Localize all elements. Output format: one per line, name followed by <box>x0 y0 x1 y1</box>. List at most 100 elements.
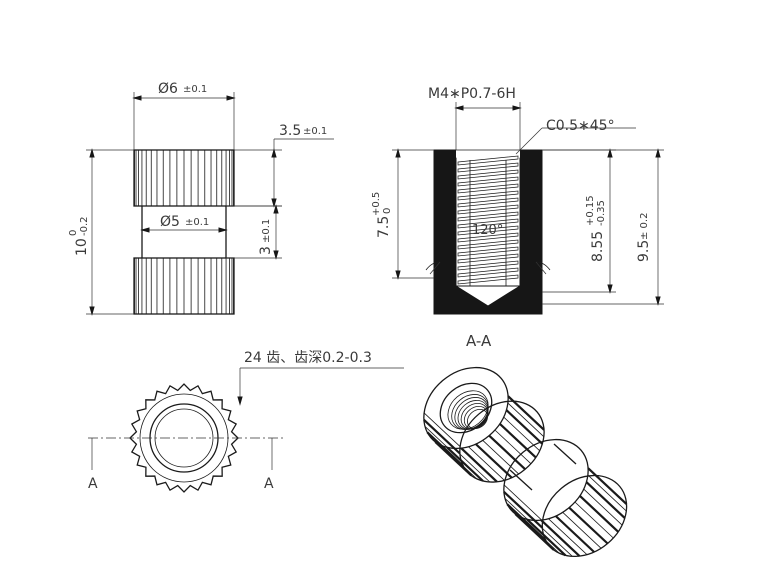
chamfer-leader <box>515 127 543 155</box>
iso-knurl-line <box>548 518 588 555</box>
iso-end-face <box>459 400 545 483</box>
thread-line <box>457 204 519 215</box>
overall-height-label: 9.5 <box>636 240 652 262</box>
dim-arrow <box>237 396 243 406</box>
iso-knurl-line <box>585 481 626 519</box>
dim-arrow <box>454 105 522 111</box>
iso-thread-ring <box>467 408 488 430</box>
groove-length-dim-group: 3 ±0.1 <box>258 219 274 255</box>
teeth-note: 24 齿、齿深0.2-0.3 <box>244 350 372 366</box>
iso-thread-ring <box>463 405 489 430</box>
thread-depth-tol-upper: +0.5 <box>371 192 382 216</box>
dim-arrow <box>607 148 613 294</box>
iso-knurl-line <box>583 488 623 526</box>
knurl-length-label: 3.5 <box>279 123 301 139</box>
iso-knurl-line <box>587 467 628 505</box>
hole-depth-tol-lower: -0.35 <box>596 200 607 226</box>
iso-knurl-line <box>574 501 614 539</box>
iso-knurl-line <box>474 443 513 479</box>
iso-neck-line <box>553 443 577 465</box>
hole-depth-label: 8.55 <box>590 231 606 262</box>
front-view: Ø6 ±0.1 Ø5 ±0.1 3.5 ±0.1 3 ±0.1 10 0 <box>68 81 334 316</box>
iso-knurl-line <box>504 498 544 535</box>
iso-thread-ring <box>451 394 489 430</box>
thread-line <box>457 239 519 250</box>
dim-arrow <box>89 148 95 316</box>
overall-height-dim-group: 9.5 ± 0.2 <box>636 213 652 262</box>
iso-knurl-line <box>482 440 519 475</box>
outer-diameter-label: Ø6 <box>158 81 178 97</box>
iso-bore-threads <box>451 394 489 430</box>
thread-line <box>457 169 519 180</box>
angle-tick <box>429 261 441 275</box>
groove-length-label: 3 <box>258 246 274 255</box>
dim-arrow <box>140 227 228 233</box>
section-view: M4∗P0.7-6H C0.5∗45° 7.5 +0.5 0 120° 8.55… <box>371 86 664 350</box>
outer-diameter-tolerance: ±0.1 <box>183 84 207 95</box>
top-view: A A 24 齿、齿深0.2-0.3 <box>88 350 404 493</box>
inner-diameter-tolerance: ±0.1 <box>185 217 209 228</box>
iso-neck-line <box>509 469 533 491</box>
thread-line <box>457 232 519 243</box>
iso-knurl-line <box>460 447 498 483</box>
iso-knurl-line <box>554 515 595 553</box>
inner-diameter-label: Ø5 <box>160 214 180 230</box>
iso-knurl-line <box>503 490 544 529</box>
iso-knurl-line <box>506 503 547 542</box>
dim-arrow <box>132 95 236 101</box>
iso-knurl-line <box>499 422 537 459</box>
iso-knurl-line <box>562 512 602 549</box>
iso-knurl-line <box>503 484 543 522</box>
iso-thread-ring <box>460 402 489 430</box>
cut-mark-right: A <box>264 476 274 492</box>
iso-bore-inner <box>447 390 489 430</box>
thread-line <box>457 260 519 271</box>
iso-knurl-line <box>424 426 462 461</box>
iso-knurl-line <box>507 402 545 437</box>
groove-length-tolerance: ±0.1 <box>261 219 272 243</box>
lower-knurl-lines <box>134 258 234 314</box>
cone-angle-label: 120° <box>472 223 503 238</box>
total-length-tol-upper: 0 <box>68 230 79 236</box>
thread-line <box>457 274 519 285</box>
iso-knurl-line <box>426 431 464 467</box>
total-length-label: 10 <box>74 238 90 256</box>
dim-arrow <box>395 148 401 280</box>
thread-line <box>457 197 519 208</box>
iso-knurl-line <box>494 429 532 464</box>
thread-line <box>457 218 519 229</box>
iso-knurl-line <box>587 474 627 512</box>
angle-arc <box>425 261 551 271</box>
iso-knurl-line <box>568 506 609 545</box>
iso-knurl-line <box>505 409 544 445</box>
thread-line <box>457 176 519 187</box>
overall-height-tolerance: ± 0.2 <box>639 213 650 240</box>
thread-line <box>457 162 519 173</box>
iso-lower-top-face <box>503 438 589 522</box>
thread-line <box>457 211 519 222</box>
section-bottom <box>433 285 543 315</box>
hole-depth-dim-group: 8.55 +0.15 -0.35 <box>585 195 607 262</box>
thread-line <box>457 267 519 278</box>
isometric-view <box>423 366 628 558</box>
thread-line <box>457 183 519 194</box>
dim-arrow <box>655 148 661 306</box>
hole-depth-tol-upper: +0.15 <box>585 195 596 226</box>
iso-knurl-line <box>468 446 505 481</box>
knurl-length-tolerance: ±0.1 <box>303 126 327 137</box>
angle-tick <box>535 261 547 275</box>
thread-depth-tol-lower: 0 <box>382 208 393 214</box>
iso-end-face <box>541 474 628 558</box>
iso-top-face <box>423 366 509 450</box>
iso-thread-ring <box>457 400 489 430</box>
iso-knurl-line <box>579 494 619 533</box>
cut-mark-left: A <box>88 476 98 492</box>
total-length-tol-lower: -0.2 <box>79 216 90 236</box>
iso-upper-knurl <box>423 395 545 483</box>
total-length-dim-group: 10 0 -0.2 <box>68 216 90 256</box>
dim-arrow <box>273 204 279 260</box>
thread-line <box>457 155 519 166</box>
section-label: A-A <box>466 332 492 350</box>
iso-thread-ring <box>454 397 489 430</box>
upper-knurl-lines <box>134 150 234 206</box>
